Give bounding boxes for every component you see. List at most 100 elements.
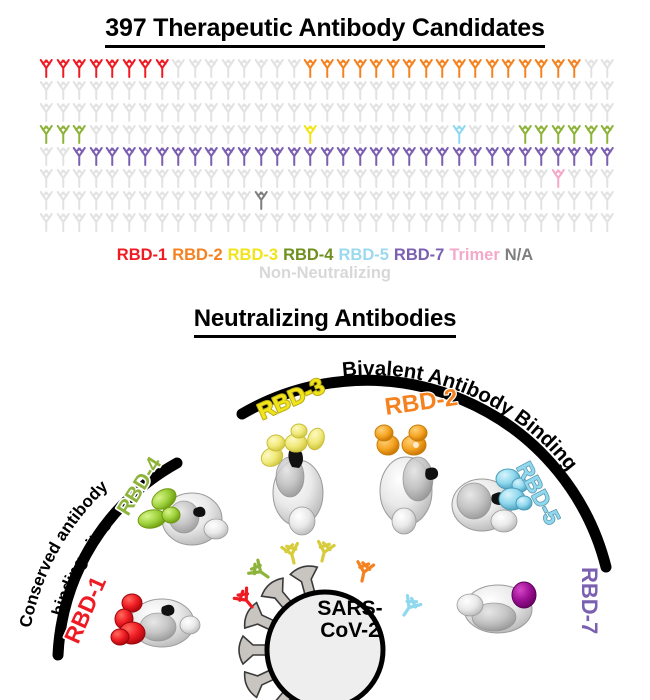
antibody-icon — [485, 213, 499, 232]
antibody-icon — [122, 213, 136, 232]
antibody-icon — [287, 169, 301, 188]
antibody-icon-highlighted — [353, 147, 367, 166]
antibody-icon — [89, 169, 103, 188]
antibody-icon-highlighted — [336, 59, 350, 78]
antibody-icon — [204, 191, 218, 210]
antibody-icon — [188, 213, 202, 232]
antibody-icon — [402, 125, 416, 144]
antibody-icon — [419, 213, 433, 232]
antibody-icon — [567, 81, 581, 100]
antibody-icon-highlighted — [72, 59, 86, 78]
rbd-label-3: RBD-3 — [253, 372, 328, 424]
antibody-icon — [39, 169, 53, 188]
top-section-title-text: 397 Therapeutic Antibody Candidates — [105, 14, 545, 48]
antibody-icon-highlighted — [320, 147, 334, 166]
legend-item-n-a: N/A — [504, 246, 534, 264]
antibody-icon — [72, 213, 86, 232]
antibody-icon — [105, 125, 119, 144]
antibody-icon — [353, 191, 367, 210]
antibody-row — [38, 166, 616, 188]
antibody-icon — [171, 169, 185, 188]
antibody-icon — [600, 169, 614, 188]
antibody-icon — [485, 125, 499, 144]
antibody-icon-highlighted — [452, 125, 466, 144]
antibody-icon — [468, 213, 482, 232]
antibody-icon — [171, 213, 185, 232]
antibody-icon — [369, 125, 383, 144]
antibody-icon — [435, 213, 449, 232]
antibody-icon-highlighted — [138, 59, 152, 78]
antibody-icon — [56, 213, 70, 232]
antibody-icon-highlighted — [600, 147, 614, 166]
antibody-icon — [419, 103, 433, 122]
antibody-icon — [254, 81, 268, 100]
antibody-icon — [237, 169, 251, 188]
antibody-icon — [155, 213, 169, 232]
antibody-icon — [419, 169, 433, 188]
antibody-icon — [584, 191, 598, 210]
antibody-icon — [353, 81, 367, 100]
antibody-icon — [155, 169, 169, 188]
antibody-icon — [287, 81, 301, 100]
antibody-icon — [386, 81, 400, 100]
antibody-icon — [221, 81, 235, 100]
antibody-icon — [56, 147, 70, 166]
antibody-row — [38, 122, 616, 144]
antibody-icon — [534, 81, 548, 100]
antibody-icon-highlighted — [518, 147, 532, 166]
antibody-icon-highlighted — [89, 147, 103, 166]
antibody-icon — [485, 103, 499, 122]
antibody-icon — [551, 213, 565, 232]
antibody-icon-highlighted — [567, 125, 581, 144]
antibody-icon-highlighted — [72, 147, 86, 166]
legend-non-neutralizing-label: Non-Neutralizing — [259, 264, 391, 282]
antibody-icon — [501, 191, 515, 210]
antibody-icon — [336, 169, 350, 188]
antibody-row — [38, 144, 616, 166]
antibody-icon — [287, 125, 301, 144]
antibody-icon — [56, 81, 70, 100]
antibody-icon-highlighted — [56, 59, 70, 78]
antibody-icon — [336, 213, 350, 232]
antibody-icon — [336, 191, 350, 210]
antibody-icon — [534, 213, 548, 232]
antibody-icon-highlighted — [56, 125, 70, 144]
antibody-icon — [221, 213, 235, 232]
antibody-icon — [386, 213, 400, 232]
antibody-row — [38, 78, 616, 100]
legend-item-rbd-7: RBD-7 — [393, 246, 445, 264]
antibody-icon — [254, 59, 268, 78]
antibody-icon-highlighted — [551, 59, 565, 78]
antibody-icon — [204, 169, 218, 188]
bottom-section-title-text: Neutralizing Antibodies — [193, 305, 456, 338]
antibody-icon — [155, 103, 169, 122]
antibody-icon — [105, 103, 119, 122]
antibody-icon — [600, 191, 614, 210]
antibody-candidate-grid — [38, 56, 616, 232]
antibody-icon-highlighted — [171, 147, 185, 166]
antibody-icon — [600, 213, 614, 232]
antibody-icon-highlighted — [39, 59, 53, 78]
antibody-icon — [584, 59, 598, 78]
antibody-icon-highlighted — [584, 147, 598, 166]
antibody-icon-highlighted — [254, 191, 268, 210]
antibody-icon-highlighted — [468, 59, 482, 78]
rbd-label-2: RBD-2 — [383, 384, 459, 421]
legend-item-rbd-2: RBD-2 — [172, 246, 223, 264]
arc-left — [52, 457, 183, 661]
antibody-icon — [105, 169, 119, 188]
antibody-icon — [155, 125, 169, 144]
antibody-icon — [435, 103, 449, 122]
antibody-icon — [287, 191, 301, 210]
antibody-icon — [468, 169, 482, 188]
antibody-icon — [89, 81, 103, 100]
antibody-icon — [584, 169, 598, 188]
antibody-icon-highlighted — [584, 125, 598, 144]
antibody-icon — [600, 103, 614, 122]
antibody-icon-highlighted — [105, 59, 119, 78]
antibody-icon — [122, 81, 136, 100]
antibody-icon-highlighted — [320, 59, 334, 78]
antibody-icon — [56, 191, 70, 210]
antibody-icon — [369, 81, 383, 100]
antibody-icon-highlighted — [567, 59, 581, 78]
